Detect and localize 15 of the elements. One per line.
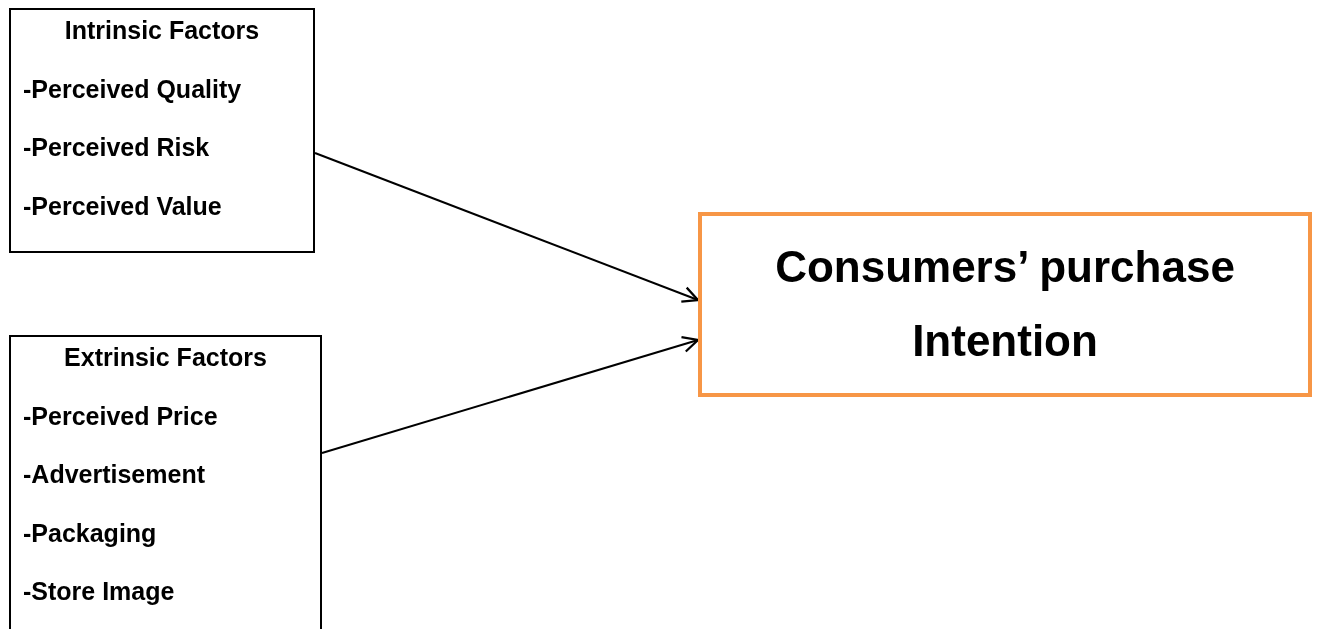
group-heading: Extrinsic Factors [63, 343, 268, 372]
factor-item: -Store Image [23, 577, 175, 606]
factor-box [9, 335, 322, 629]
arrow [314, 152, 700, 303]
group-heading: Intrinsic Factors [63, 16, 261, 45]
factor-item: -Perceived Quality [23, 74, 242, 104]
outcome-box [698, 212, 1312, 397]
outcome-title: Consumers’ purchase Intention [774, 241, 1236, 367]
factor-item: -Advertisement [23, 460, 205, 489]
arrow [321, 336, 700, 454]
factor-box [9, 8, 315, 253]
factor-item: -Perceived Risk [23, 133, 210, 162]
factor-item: -Perceived Value [23, 191, 222, 221]
factor-item: -Packaging [23, 518, 157, 548]
factor-item: -Perceived Price [23, 401, 218, 431]
